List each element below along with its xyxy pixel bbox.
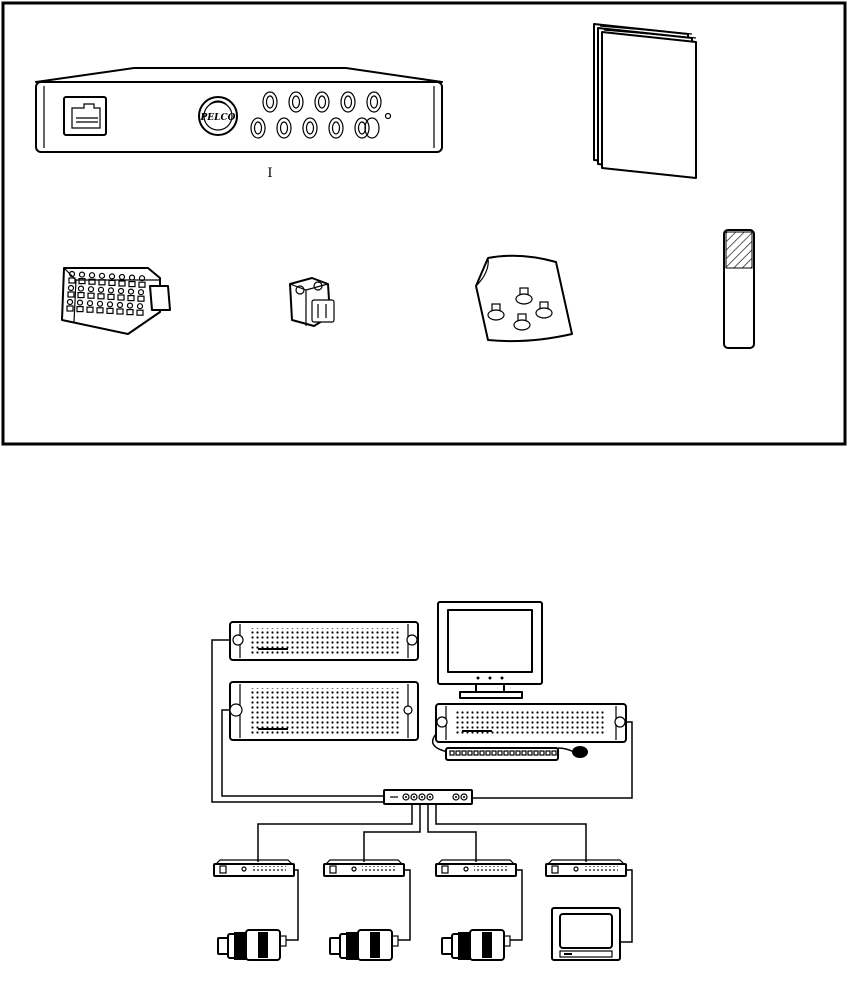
encoder-unit-label: I [267,166,272,181]
button-icon [277,118,291,138]
button-icon [367,92,381,112]
encoder-1 [214,860,294,876]
button-icon [341,92,355,112]
storage-unit-2u [230,682,418,740]
pelco-brand-text: PELCO [200,113,236,123]
button-icon [289,92,303,112]
system-diagram [212,602,632,960]
status-led [386,114,391,119]
label-strip [724,230,754,348]
camera-1 [218,930,286,960]
encoder-2 [324,860,404,876]
network-switch [384,790,472,804]
video-monitor [552,908,620,960]
mouse [572,746,588,758]
button-array [251,92,381,138]
rj45-port [64,97,106,135]
keyboard [446,748,558,760]
button-icon [329,118,343,138]
camera-row [218,930,510,960]
contents-figure: PELCO I [3,3,845,444]
rubber-feet-bag [476,256,572,341]
button-icon [263,92,277,112]
encoder-row [214,860,626,876]
encoder-3 [436,860,516,876]
camera-3 [442,930,510,960]
button-icon [251,118,265,138]
pelco-logo: PELCO [199,97,237,135]
terminal-block-small [290,278,334,326]
decoder [546,860,626,876]
workstation-monitor [438,602,542,698]
terminal-block-large [62,268,170,334]
manual-booklet [594,24,696,178]
camera-2 [330,930,398,960]
button-icon [303,118,317,138]
workstation-server [436,704,626,742]
storage-unit-1u [230,622,418,660]
button-icon [315,92,329,112]
encoder-unit: PELCO [36,68,442,152]
